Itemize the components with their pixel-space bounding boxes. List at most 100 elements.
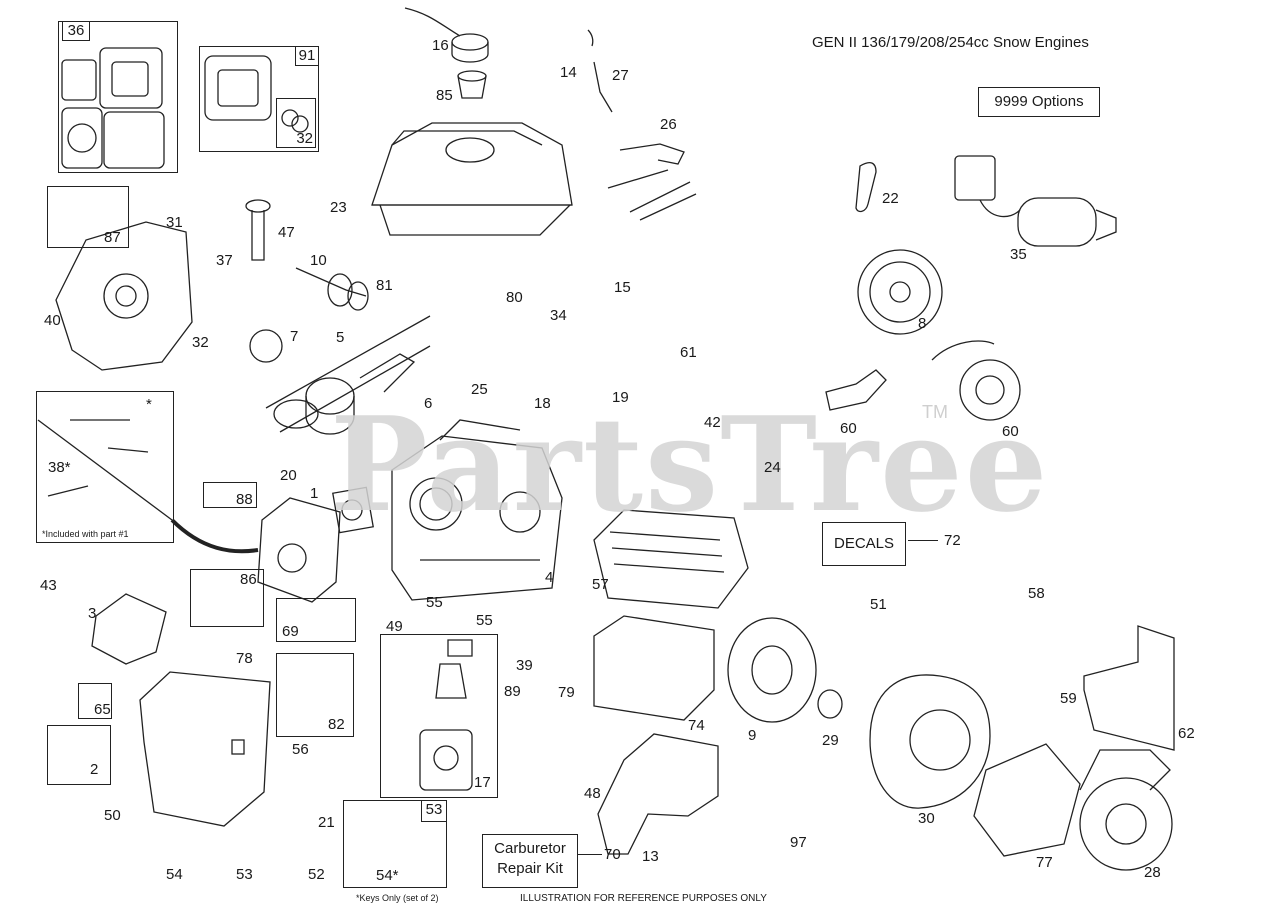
part-label[interactable]: 31 bbox=[166, 214, 183, 231]
part-label[interactable]: 56 bbox=[292, 741, 309, 758]
part-label[interactable]: 97 bbox=[790, 834, 807, 851]
part-label[interactable]: 8 bbox=[918, 315, 927, 332]
part-label[interactable]: 60 bbox=[1002, 423, 1019, 440]
part-label[interactable]: 30 bbox=[918, 810, 935, 827]
part-label[interactable]: 29 bbox=[822, 732, 839, 749]
part-label[interactable]: 69 bbox=[282, 623, 299, 640]
carburetor-group-box[interactable] bbox=[380, 634, 498, 798]
part-label[interactable]: 27 bbox=[612, 67, 629, 84]
air-cleaner-drawing bbox=[597, 733, 719, 855]
part-label[interactable]: 65 bbox=[94, 701, 111, 718]
part-label[interactable]: 25 bbox=[471, 381, 488, 398]
part-label[interactable]: 6 bbox=[424, 395, 433, 412]
included-note: *Included with part #1 bbox=[42, 529, 129, 539]
part-label[interactable]: 53 bbox=[236, 866, 253, 883]
part-label[interactable]: 49 bbox=[386, 618, 403, 635]
diagram-title: GEN II 136/179/208/254cc Snow Engines bbox=[812, 34, 1089, 51]
part-label[interactable]: 15 bbox=[614, 279, 631, 296]
gasket-set-36-box[interactable] bbox=[58, 21, 178, 173]
cam-gear-drawing bbox=[249, 329, 283, 363]
part-label[interactable]: 89 bbox=[504, 683, 521, 700]
part-label[interactable]: 47 bbox=[278, 224, 295, 241]
part-label[interactable]: 20 bbox=[280, 467, 297, 484]
part-label[interactable]: 87 bbox=[104, 229, 121, 246]
bracket-22-drawing bbox=[855, 161, 877, 213]
valve-kit-38-box[interactable] bbox=[36, 391, 174, 543]
part-label[interactable]: 43 bbox=[40, 577, 57, 594]
part-label[interactable]: 50 bbox=[104, 807, 121, 824]
fan-drawing bbox=[727, 617, 817, 723]
muffler-guard-drawing bbox=[593, 509, 749, 609]
part-label[interactable]: 16 bbox=[432, 37, 449, 54]
part-label[interactable]: 13 bbox=[642, 848, 659, 865]
part-label[interactable]: 2 bbox=[90, 761, 99, 778]
decals-callout[interactable]: DECALS bbox=[822, 522, 906, 566]
part-label[interactable]: 80 bbox=[506, 289, 523, 306]
key-switch-53-box[interactable] bbox=[343, 800, 447, 888]
valve-cover-drawing bbox=[91, 593, 167, 665]
part-label[interactable]: 86 bbox=[240, 571, 257, 588]
part-label[interactable]: 61 bbox=[680, 344, 697, 361]
part-label[interactable]: 24 bbox=[764, 459, 781, 476]
ignition-coil-drawing bbox=[825, 369, 887, 411]
part-label[interactable]: 1 bbox=[310, 485, 319, 502]
screw-65-box[interactable] bbox=[78, 683, 112, 719]
part-label[interactable]: 14 bbox=[560, 64, 577, 81]
part-label[interactable]: 18 bbox=[534, 395, 551, 412]
part-label[interactable]: 21 bbox=[318, 814, 335, 831]
part-label[interactable]: 9 bbox=[748, 727, 757, 744]
part-label[interactable]: 55 bbox=[476, 612, 493, 629]
carburetor-repair-kit-callout[interactable]: Carburetor Repair Kit bbox=[482, 834, 578, 888]
part-label[interactable]: 7 bbox=[290, 328, 299, 345]
gasket-set-91-box[interactable] bbox=[199, 46, 319, 152]
part-label[interactable]: 59 bbox=[1060, 690, 1077, 707]
part-label[interactable]: 42 bbox=[704, 414, 721, 431]
part-label[interactable]: 4 bbox=[545, 569, 554, 586]
part-label[interactable]: 32 bbox=[192, 334, 209, 351]
box-label-91: 91 bbox=[295, 46, 319, 66]
part-label[interactable]: 55 bbox=[426, 594, 443, 611]
part-label[interactable]: 88 bbox=[236, 491, 253, 508]
part-label[interactable]: 54* bbox=[376, 867, 399, 884]
part-label[interactable]: 78 bbox=[236, 650, 253, 667]
part-label[interactable]: 54 bbox=[166, 866, 183, 883]
part-label[interactable]: 22 bbox=[882, 190, 899, 207]
part-label[interactable]: 81 bbox=[376, 277, 393, 294]
part-label[interactable]: 26 bbox=[660, 116, 677, 133]
part-label[interactable]: 10 bbox=[310, 252, 327, 269]
part-label[interactable]: 51 bbox=[870, 596, 887, 613]
part-label[interactable]: 58 bbox=[1028, 585, 1045, 602]
part-label[interactable]: 62 bbox=[1178, 725, 1195, 742]
part-label[interactable]: 23 bbox=[330, 199, 347, 216]
part-label[interactable]: 85 bbox=[436, 87, 453, 104]
pointer-arrow bbox=[170, 518, 259, 554]
part-label[interactable]: 57 bbox=[592, 576, 609, 593]
part-label[interactable]: 52 bbox=[308, 866, 325, 883]
part-label[interactable]: 39 bbox=[516, 657, 533, 674]
hardware-87-box[interactable] bbox=[47, 186, 129, 248]
part-label[interactable]: 17 bbox=[474, 774, 491, 791]
part-label[interactable]: 19 bbox=[612, 389, 629, 406]
part-label[interactable]: 35 bbox=[1010, 246, 1027, 263]
stator-drawing bbox=[931, 340, 1021, 421]
hardware-86-box[interactable] bbox=[190, 569, 264, 627]
options-callout[interactable]: 9999 Options bbox=[978, 87, 1100, 117]
crankshaft-drawing bbox=[295, 267, 369, 311]
gasket-82-box[interactable] bbox=[276, 653, 354, 737]
part-label[interactable]: 28 bbox=[1144, 864, 1161, 881]
plate-2-box[interactable] bbox=[47, 725, 111, 785]
part-label[interactable]: 40 bbox=[44, 312, 61, 329]
hardware-88-box[interactable] bbox=[203, 482, 257, 508]
part-label[interactable]: 3 bbox=[88, 605, 97, 622]
part-label[interactable]: 38* bbox=[48, 459, 71, 476]
part-label[interactable]: 5 bbox=[336, 329, 345, 346]
part-label[interactable]: 48 bbox=[584, 785, 601, 802]
part-label[interactable]: 34 bbox=[550, 307, 567, 324]
part-label[interactable]: 82 bbox=[328, 716, 345, 733]
part-label[interactable]: 37 bbox=[216, 252, 233, 269]
part-label[interactable]: 77 bbox=[1036, 854, 1053, 871]
part-label[interactable]: 74 bbox=[688, 717, 705, 734]
hardware-69-box[interactable] bbox=[276, 598, 356, 642]
part-label[interactable]: 79 bbox=[558, 684, 575, 701]
part-label[interactable]: 60 bbox=[840, 420, 857, 437]
